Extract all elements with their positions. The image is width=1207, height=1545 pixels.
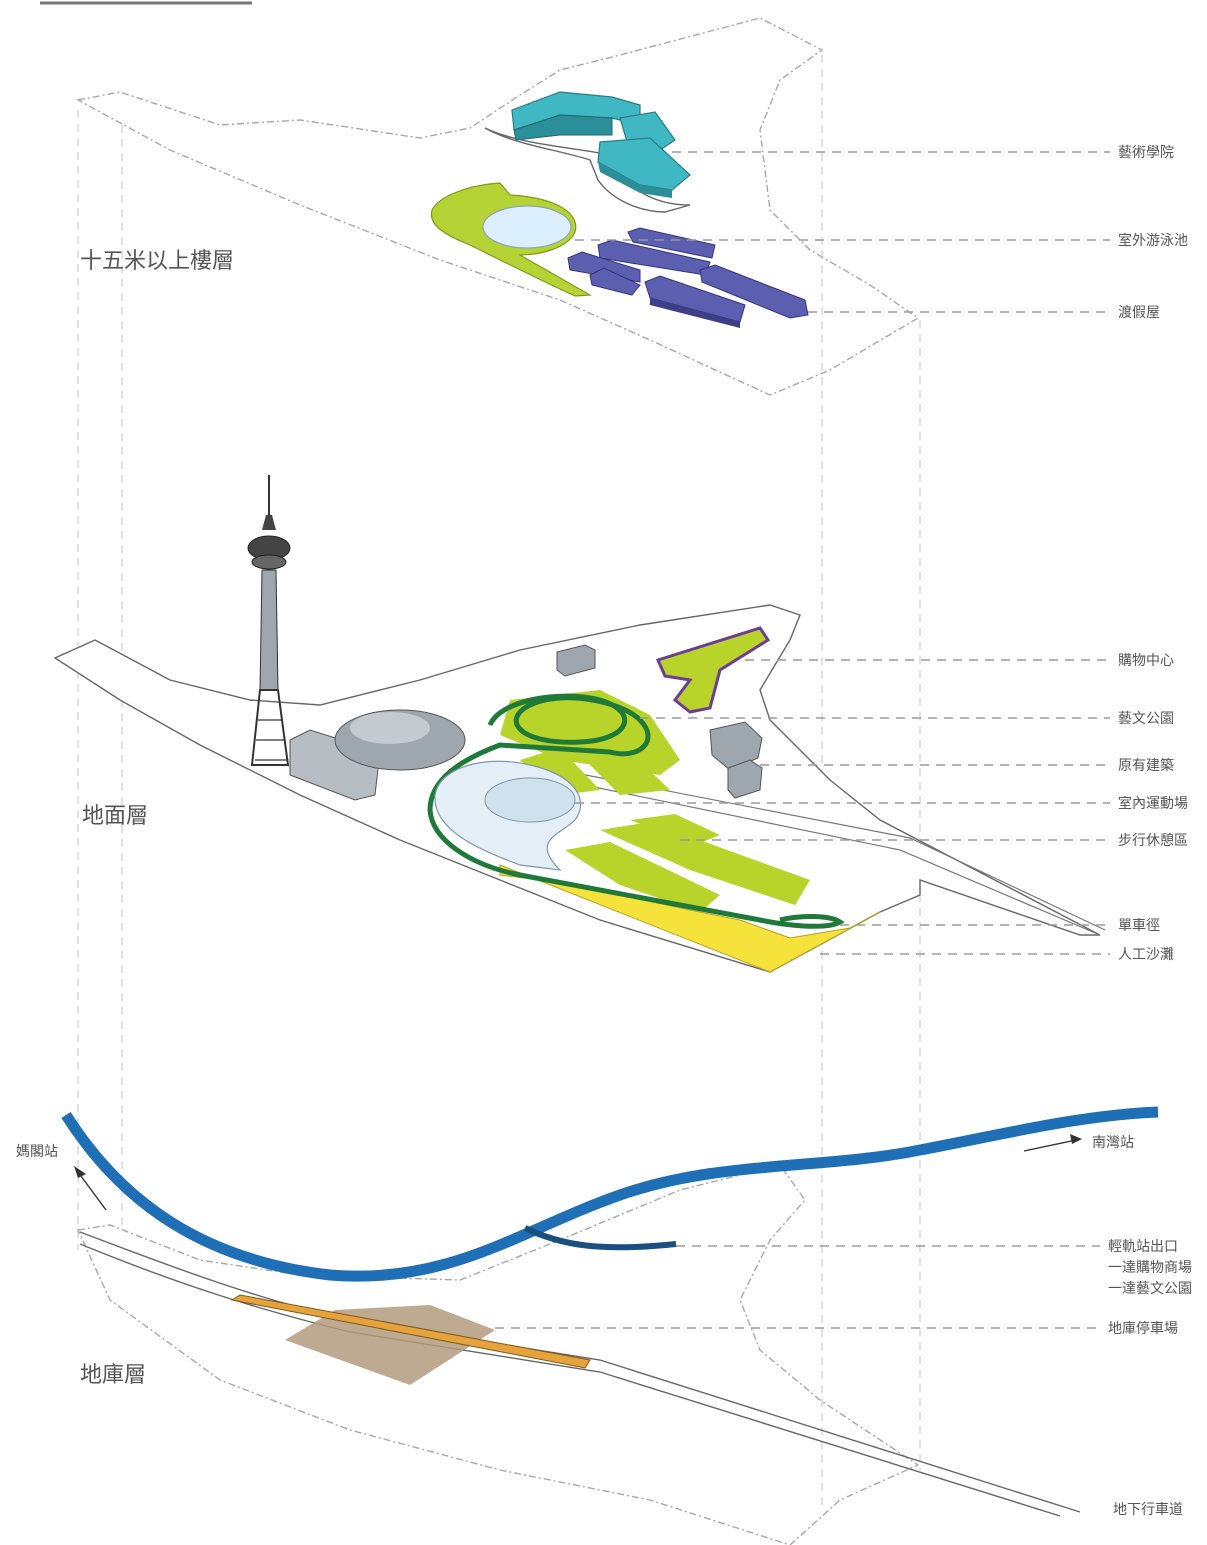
macau-tower <box>247 475 291 766</box>
label-indoor-sports: 室內運動場 <box>1118 795 1188 812</box>
light-rail-line <box>61 1106 1159 1282</box>
ground-layer: 地面層 <box>53 475 1110 973</box>
basement-layer-label: 地庫層 <box>80 1363 146 1388</box>
callout-labels: 藝術學院 室外游泳池 渡假屋 購物中心 藝文公園 原有建築 室內運動場 步行休憩… <box>1108 145 1192 1518</box>
label-outdoor-pool: 室外游泳池 <box>1118 232 1188 249</box>
arrow-up-left-icon <box>74 1166 107 1211</box>
station-label-right: 南灣站 <box>1092 1135 1134 1151</box>
light-rail-branch <box>523 1225 677 1251</box>
shopping-center <box>655 626 771 714</box>
existing-buildings <box>289 644 763 801</box>
bike-path <box>427 693 845 929</box>
upper-layer-label: 十五米以上樓層 <box>80 249 234 274</box>
label-lrt-exit-2: 一達購物商場 <box>1108 1260 1192 1276</box>
label-shopping-center: 購物中心 <box>1118 653 1174 669</box>
label-lrt-exit-3: 一達藝文公園 <box>1108 1281 1192 1297</box>
art-park-lawns <box>500 690 810 912</box>
label-art-park: 藝文公園 <box>1118 711 1174 727</box>
label-art-academy: 藝術學院 <box>1118 145 1174 161</box>
road-strip <box>230 1294 591 1369</box>
label-underground-road: 地下行車道 <box>1113 1501 1183 1518</box>
station-label-left: 媽閣站 <box>16 1144 58 1160</box>
basement-layer: 地庫層 媽閣站 南灣站 <box>16 1106 1159 1545</box>
resort-houses <box>567 227 809 328</box>
basement-parking <box>285 1305 495 1385</box>
label-bike-path: 單車徑 <box>1118 917 1160 934</box>
art-academy-building <box>484 91 691 213</box>
indoor-sports-dome <box>434 760 582 871</box>
ground-layer-label: 地面層 <box>82 804 148 829</box>
label-existing-building: 原有建築 <box>1118 758 1174 774</box>
label-artificial-beach: 人工沙灘 <box>1118 947 1174 963</box>
upper-layer: 十五米以上樓層 <box>75 17 1110 396</box>
label-resort-houses: 渡假屋 <box>1118 305 1160 321</box>
label-pedestrian-rest: 步行休憩區 <box>1118 832 1188 849</box>
label-lrt-exit-1: 輕軌站出口 <box>1108 1239 1178 1255</box>
arrow-right-icon <box>1023 1134 1082 1152</box>
outdoor-pool <box>430 182 593 297</box>
label-basement-parking: 地庫停車場 <box>1108 1320 1178 1337</box>
